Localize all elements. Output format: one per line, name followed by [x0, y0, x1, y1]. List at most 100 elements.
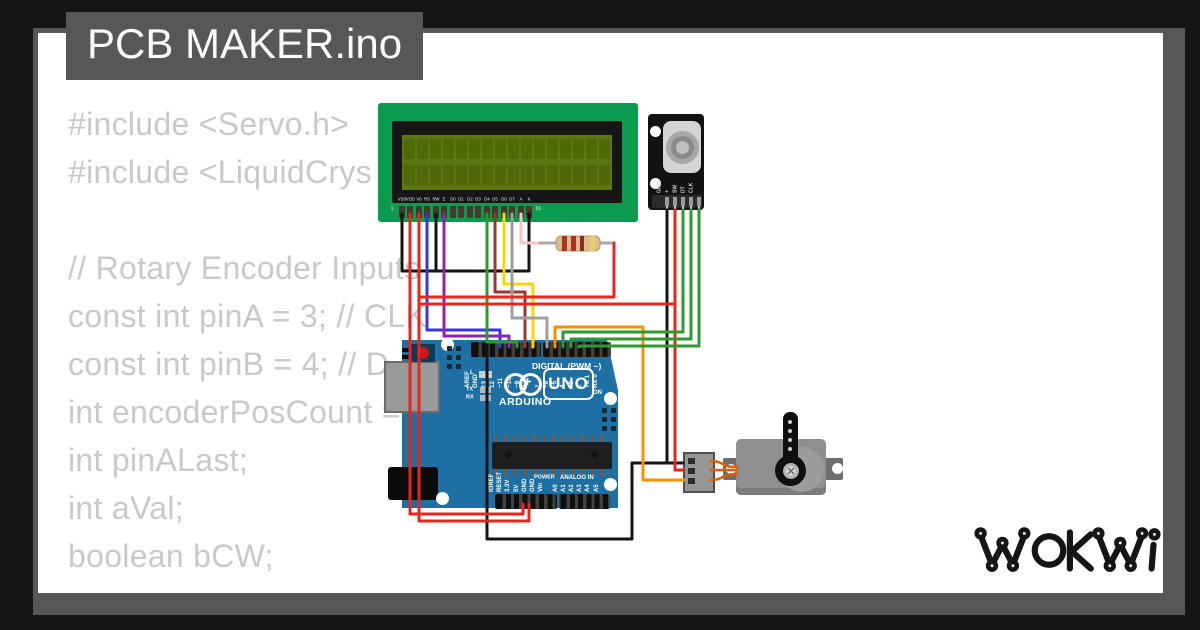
servo-connector-pin	[688, 468, 695, 474]
pin-label: 4	[559, 384, 567, 388]
lcd-pin-label: RS	[424, 197, 431, 202]
pin-label: Vin	[537, 482, 544, 492]
code-line: #include <LiquidCrys	[68, 154, 372, 190]
mounting-hole	[604, 392, 617, 405]
encoder-mounting-hole	[650, 178, 661, 189]
encoder-pin[interactable]	[673, 197, 677, 206]
lcd-pin[interactable]	[483, 206, 490, 218]
encoder-pin-stub	[674, 206, 676, 213]
digital-caption: DIGITAL (PWM ~)	[532, 362, 602, 372]
lcd-pin[interactable]	[399, 206, 405, 218]
code-line: int aVal;	[68, 490, 184, 526]
lcd-pin[interactable]	[432, 206, 439, 218]
horn-hole	[788, 420, 792, 424]
lcd-char-cell	[495, 165, 506, 185]
icsp-pin	[456, 346, 461, 351]
sketch-title: PCB MAKER.ino	[66, 12, 424, 80]
icsp-pin	[611, 426, 616, 431]
horn-hole	[788, 438, 792, 442]
lcd-pin[interactable]	[424, 206, 431, 218]
encoder-pin[interactable]	[665, 197, 669, 206]
pin-label: ~11	[497, 377, 504, 388]
lcd-pin-label: D7	[509, 197, 515, 202]
lcd-pin[interactable]	[526, 206, 533, 218]
pin-label: 5V	[512, 484, 520, 492]
lcd-pin-label: D2	[467, 197, 473, 202]
lcd-pin[interactable]	[449, 206, 456, 218]
lcd-pin-label: D0	[450, 197, 456, 202]
icsp-pin	[447, 364, 452, 369]
servo-connector-pin	[688, 458, 695, 464]
lcd-char-cell	[599, 139, 610, 159]
lcd-char-cell	[417, 139, 428, 159]
lcd-pin[interactable]	[415, 206, 422, 218]
lcd-char-cell	[508, 165, 519, 185]
lcd-pin-label: D6	[500, 197, 507, 202]
logo-letter-i	[1148, 541, 1157, 572]
encoder-pin[interactable]	[681, 197, 685, 206]
lcd-pin[interactable]	[475, 206, 482, 218]
lcd-pin[interactable]	[500, 206, 507, 218]
lcd-pin[interactable]	[441, 206, 448, 218]
servo-mount-hole	[832, 463, 843, 474]
encoder-pin-stub	[666, 206, 668, 213]
capacitor	[402, 348, 410, 352]
lcd-char-cell	[521, 165, 532, 185]
lcd-pin[interactable]	[458, 206, 465, 218]
power-jack	[388, 467, 438, 500]
lcd-char-cell	[404, 165, 415, 185]
encoder-pin-stub	[698, 206, 700, 213]
lcd-pin[interactable]	[509, 206, 516, 218]
lcd-pin[interactable]	[517, 206, 524, 218]
reset-button[interactable]	[417, 347, 429, 359]
encoder-mounting-hole	[650, 126, 661, 137]
lcd-char-cell	[547, 165, 558, 185]
analog-header[interactable]	[559, 494, 610, 509]
digital-header-right[interactable]	[543, 342, 611, 357]
code-line: boolean bCW;	[68, 538, 274, 574]
lcd-pin-label: K	[527, 197, 531, 202]
lcd-pin1-number: 1	[390, 206, 394, 212]
encoder-pin-stub	[682, 206, 684, 213]
pin-label: DT	[680, 186, 687, 193]
encoder-pin[interactable]	[689, 197, 693, 206]
icsp-pin	[456, 355, 461, 360]
icsp-pin	[456, 364, 461, 369]
icsp-pin	[447, 355, 452, 360]
horn-hole	[788, 447, 792, 451]
code-line: int encoderPosCount =	[68, 394, 401, 430]
code-line: int pinALast;	[68, 442, 249, 478]
code-line: // Rotary Encoder Inputs	[68, 250, 421, 286]
code-line	[68, 196, 427, 244]
lcd-char-cell	[443, 139, 454, 159]
lcd-char-cell	[430, 165, 441, 185]
lcd-char-cell	[586, 139, 597, 159]
power-header[interactable]	[495, 494, 557, 509]
ic-legs	[494, 435, 610, 442]
lcd-char-cell	[417, 165, 428, 185]
pin-label: 8	[522, 384, 529, 388]
lcd-char-cell	[599, 165, 610, 185]
wokwi-logo	[974, 527, 1161, 572]
pin-label: GND	[520, 478, 528, 492]
lcd-pin[interactable]	[407, 206, 414, 218]
lcd-character-grid	[404, 139, 611, 187]
pin-label: A4	[584, 484, 592, 492]
lcd-pin[interactable]	[466, 206, 473, 218]
lcd-char-cell	[469, 165, 480, 185]
lcd-pin-label: D3	[475, 197, 481, 202]
icsp-pin	[602, 417, 607, 422]
lcd-char-cell	[495, 139, 506, 159]
pin-label: GND	[656, 181, 663, 193]
digital-header-left[interactable]	[471, 342, 541, 357]
encoder-pin-stub	[690, 206, 692, 213]
chip-dot	[505, 451, 512, 458]
lcd-char-cell	[404, 139, 415, 159]
mounting-hole	[436, 492, 449, 505]
lcd-char-cell	[573, 165, 584, 185]
icsp-pin	[447, 346, 452, 351]
encoder-pin[interactable]	[697, 197, 701, 206]
pin-label: RX 0	[591, 374, 599, 388]
icsp-pin	[611, 408, 616, 413]
lcd-pin[interactable]	[492, 206, 499, 218]
